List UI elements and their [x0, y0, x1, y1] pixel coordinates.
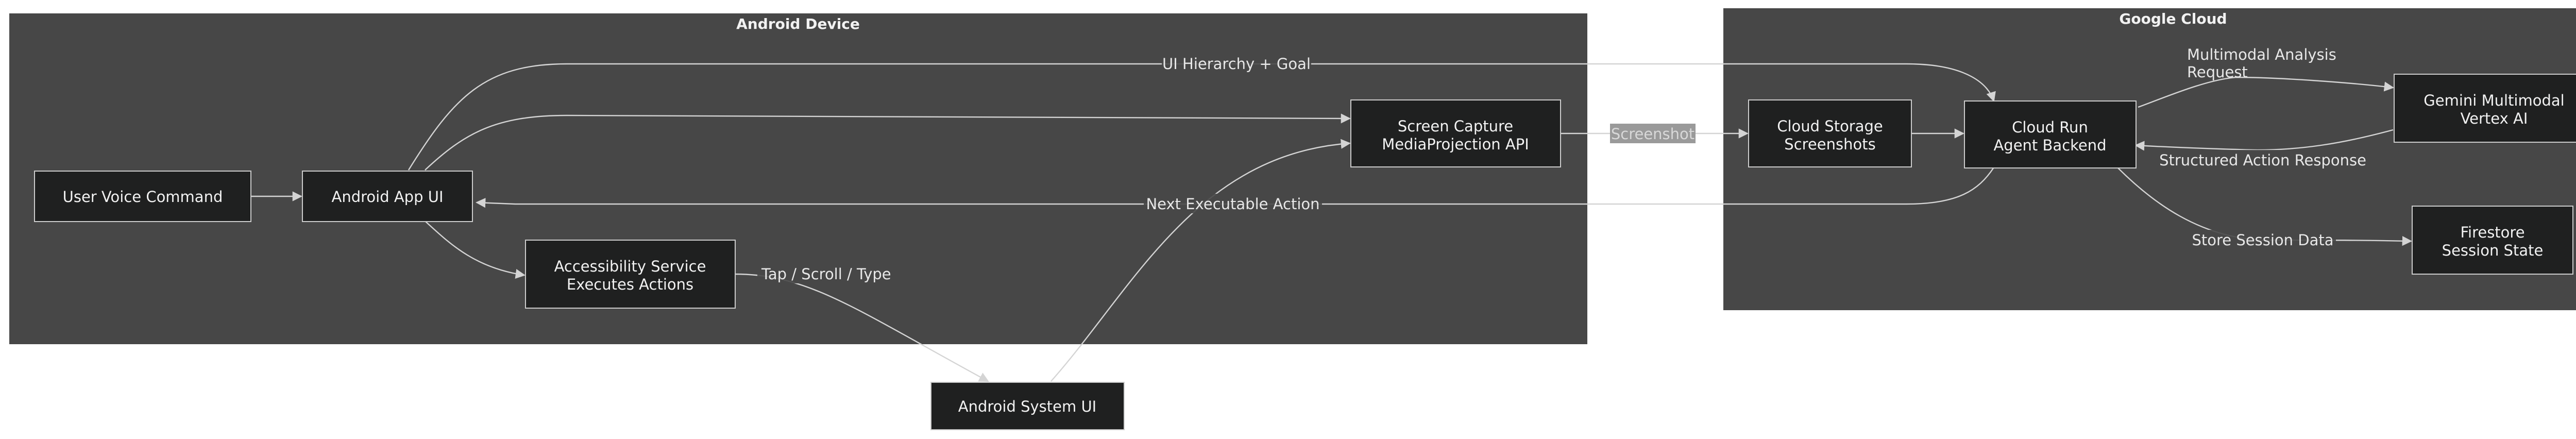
edge-label-session-text: Store Session Data: [2192, 231, 2334, 249]
node-screen-capture-line1: Screen Capture: [1398, 117, 1513, 135]
edge-label-multimodal-line1: Multimodal Analysis: [2187, 46, 2336, 63]
edge-app-to-capture: [425, 113, 1351, 171]
node-android-app-ui-label: Android App UI: [332, 188, 444, 206]
edge-label-next-action-text: Next Executable Action: [1146, 195, 1319, 213]
edge-system-to-capture: [1050, 139, 1351, 382]
node-gemini-line2: Vertex AI: [2461, 110, 2528, 127]
edge-run-to-app: [476, 167, 1994, 208]
node-firestore-line2: Session State: [2442, 242, 2544, 259]
node-accessibility-service-line1: Accessibility Service: [554, 258, 706, 275]
edge-label-multimodal: Multimodal Analysis Request: [2187, 46, 2336, 81]
edge-app-to-run: [408, 63, 1996, 171]
node-cloud-run-line1: Cloud Run: [2012, 119, 2088, 136]
edge-label-tap-text: Tap / Scroll / Type: [761, 265, 891, 283]
cluster-android-device: Android Device: [9, 13, 1587, 344]
node-firestore: Firestore Session State: [2412, 206, 2573, 275]
edge-label-session: Store Session Data: [2190, 230, 2336, 249]
node-user-voice-command: User Voice Command: [34, 171, 251, 222]
node-gemini-line1: Gemini Multimodal: [2424, 92, 2564, 109]
cluster-google-title: Google Cloud: [2119, 10, 2227, 27]
node-android-system-ui: Android System UI: [930, 382, 1125, 430]
node-gemini: Gemini Multimodal Vertex AI: [2394, 74, 2576, 143]
edge-labels: UI Hierarchy + Goal Screenshot Next Exec…: [757, 46, 2367, 283]
node-cloud-storage-line1: Cloud Storage: [1777, 117, 1883, 135]
node-cloud-storage-line2: Screenshots: [1784, 136, 1875, 153]
edge-label-next-action: Next Executable Action: [1144, 194, 1322, 213]
node-screen-capture: Screen Capture MediaProjection API: [1350, 99, 1561, 167]
edge-app-to-accessibility: [425, 221, 526, 279]
edge-gemini-to-run: [2134, 129, 2394, 151]
node-cloud-storage: Cloud Storage Screenshots: [1748, 99, 1912, 167]
edge-label-hierarchy: UI Hierarchy + Goal: [1162, 54, 1311, 73]
edge-label-tap: Tap / Scroll / Type: [757, 264, 907, 283]
edge-label-multimodal-line2: Request: [2187, 63, 2248, 81]
node-android-app-ui: Android App UI: [302, 171, 473, 222]
node-android-system-ui-label: Android System UI: [958, 398, 1096, 415]
edge-label-hierarchy-text: UI Hierarchy + Goal: [1162, 55, 1311, 73]
edge-label-screenshot-text: Screenshot: [1611, 125, 1694, 143]
node-user-voice-command-label: User Voice Command: [63, 188, 223, 206]
edge-label-structured: Structured Action Response: [2159, 150, 2367, 170]
node-cloud-run: Cloud Run Agent Backend: [1964, 100, 2137, 168]
node-accessibility-service: Accessibility Service Executes Actions: [525, 240, 736, 309]
edge-run-to-gemini: [2138, 76, 2394, 108]
node-accessibility-service-line2: Executes Actions: [567, 276, 693, 293]
edges: [251, 63, 2412, 382]
node-cloud-run-line2: Agent Backend: [1993, 137, 2106, 154]
node-screen-capture-line2: MediaProjection API: [1382, 136, 1529, 153]
cluster-android-title: Android Device: [736, 15, 860, 32]
node-firestore-line1: Firestore: [2460, 224, 2524, 241]
edge-label-structured-text: Structured Action Response: [2159, 151, 2366, 169]
edge-label-screenshot: Screenshot: [1610, 124, 1696, 143]
